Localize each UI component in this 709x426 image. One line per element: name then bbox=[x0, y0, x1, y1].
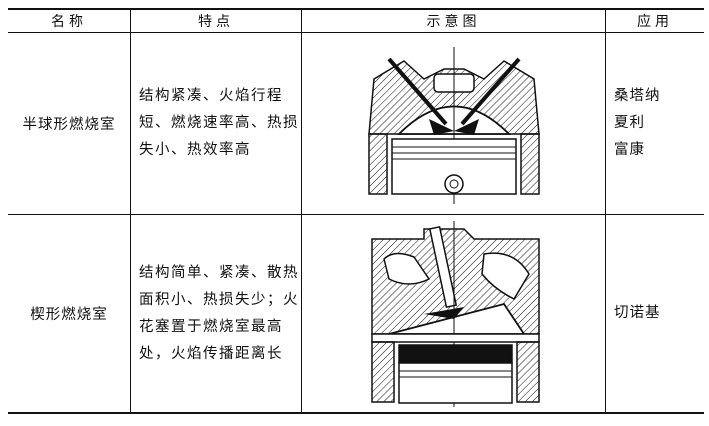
feature-line: 花塞置于燃烧室最高 bbox=[139, 318, 283, 335]
wedge-combustion-chamber-diagram bbox=[370, 220, 540, 407]
row2-applications: 切诺基 bbox=[614, 215, 704, 412]
application-item: 桑塔纳 bbox=[614, 88, 661, 104]
table-top-rule bbox=[8, 8, 704, 10]
feature-line: 失小、热效率高 bbox=[139, 142, 251, 158]
combustion-chamber-table: 名称 特点 示意图 应用 半球形燃烧室 结构紧凑、火焰行程 短、燃烧速率高、热损… bbox=[8, 8, 704, 414]
application-item: 富康 bbox=[614, 142, 645, 158]
feature-line: 短、燃烧速率高、热损 bbox=[139, 115, 299, 131]
header-application: 应用 bbox=[637, 14, 673, 30]
header-diagram: 示意图 bbox=[426, 14, 481, 30]
row1-features: 结构紧凑、火焰行程 短、燃烧速率高、热损 失小、热效率高 bbox=[139, 33, 299, 214]
row1-diagram-cell bbox=[302, 33, 605, 214]
application-item: 夏利 bbox=[614, 115, 645, 131]
row2-diagram-cell bbox=[302, 215, 605, 412]
row2-name: 楔形燃烧室 bbox=[30, 307, 108, 323]
header-name: 名称 bbox=[51, 14, 87, 30]
row2-features: 结构简单、紧凑、散热 面积小、热损失少；火 花塞置于燃烧室最高 处，火焰传播距离… bbox=[139, 215, 301, 412]
column-divider bbox=[605, 8, 606, 414]
feature-line: 结构简单、紧凑、散热 bbox=[139, 264, 299, 281]
feature-line: 结构紧凑、火焰行程 bbox=[139, 88, 283, 104]
row1-name: 半球形燃烧室 bbox=[22, 117, 116, 133]
hemispherical-combustion-chamber-diagram bbox=[367, 46, 540, 204]
feature-line: 面积小、热损失少；火 bbox=[139, 291, 299, 308]
table-bottom-rule bbox=[8, 412, 704, 414]
feature-line: 处，火焰传播距离长 bbox=[139, 345, 283, 362]
header-bottom-rule bbox=[8, 32, 704, 33]
row1-applications: 桑塔纳 夏利 富康 bbox=[614, 33, 704, 214]
row-divider bbox=[8, 214, 704, 215]
application-item: 切诺基 bbox=[614, 305, 661, 321]
column-divider bbox=[301, 8, 302, 414]
header-features: 特点 bbox=[198, 14, 234, 30]
column-divider bbox=[130, 8, 131, 414]
